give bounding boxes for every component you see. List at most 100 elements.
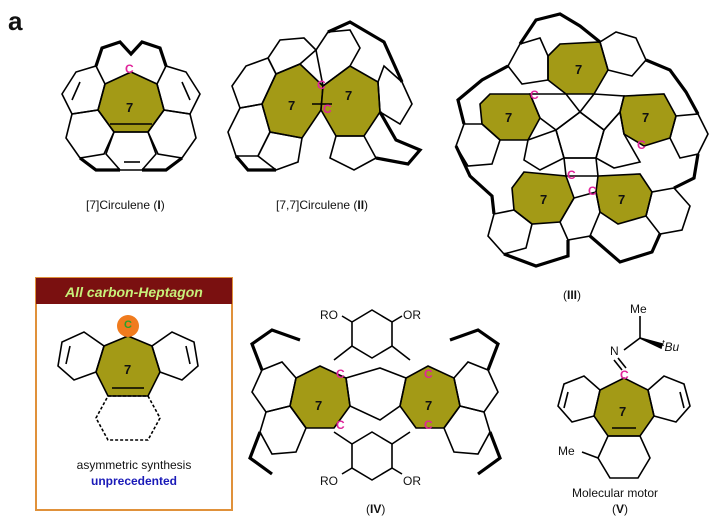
fused-ring — [453, 361, 499, 413]
heptagon-number: 7 — [540, 192, 548, 207]
wedge-bond — [639, 337, 663, 350]
carbon-label: C — [620, 368, 629, 382]
outer-bold-edge — [477, 431, 502, 476]
outer-bold-edge — [234, 154, 276, 172]
caption-ii: [7,7]Circulene (II) — [276, 198, 369, 212]
outer-bold-edge — [375, 111, 423, 166]
fused-ring — [523, 128, 565, 171]
outer-bold-edge — [518, 12, 601, 45]
n-c-bond — [623, 337, 641, 351]
outer-bold-edge — [454, 145, 496, 215]
heptagon-number: 7 — [288, 98, 296, 113]
substituent-ro: RO — [320, 308, 338, 322]
structure-iv — [248, 309, 502, 481]
top-bond-path — [94, 40, 168, 67]
substituent-or: OR — [403, 474, 421, 488]
heptagon-number: 7 — [124, 362, 132, 377]
fused-ring — [528, 93, 582, 131]
outer-bold-edge — [503, 240, 570, 268]
carbon-label: C — [323, 102, 332, 116]
fused-ring — [645, 187, 691, 235]
fused-ring — [578, 93, 626, 132]
substituent-or: OR — [403, 308, 421, 322]
heptagon-number: 7 — [575, 62, 583, 77]
heptagon-number: 7 — [345, 88, 353, 103]
bottom-ring — [95, 395, 161, 441]
fused-ring — [315, 29, 361, 88]
bottom-ring — [597, 435, 651, 479]
callout-line2: unprecedented — [90, 474, 177, 488]
outer-bold-edge — [588, 233, 662, 264]
structure-v-molecular-motor — [557, 316, 691, 479]
caption-iii: (III) — [563, 288, 582, 302]
fused-ring — [251, 361, 297, 413]
fused-ring — [105, 131, 157, 171]
outer-bold-edge — [79, 156, 120, 172]
caption-i: [7]Circulene (I) — [86, 198, 165, 212]
central-ring — [345, 367, 407, 421]
fused-ring — [256, 131, 303, 171]
substituent-ro: RO — [320, 474, 338, 488]
carbon-label: C — [530, 88, 539, 102]
fused-ring — [507, 37, 549, 85]
panel-letter: a — [8, 6, 23, 36]
structure-i-7-circulene — [61, 40, 201, 172]
tert-butyl: tBu — [662, 338, 680, 354]
structure-ii-77-circulene — [227, 20, 423, 172]
fused-ring — [329, 135, 378, 171]
outer-bold-edge — [327, 20, 404, 83]
outer-bold-edge — [248, 431, 273, 476]
heptagon-number: 7 — [618, 192, 626, 207]
top-ring — [351, 309, 393, 359]
outer-bold-edge — [673, 153, 700, 190]
heptagon-ring-right — [320, 65, 381, 137]
heptagon-number: 7 — [505, 110, 513, 125]
benzo-ring-left — [57, 331, 105, 381]
imine-bond — [613, 359, 623, 371]
caption-iv: (IV) — [366, 502, 386, 516]
caption-v: Molecular motor — [572, 486, 659, 500]
bottom-ring — [351, 431, 393, 481]
benzo-ring-right — [647, 375, 691, 423]
central-pentagon — [555, 111, 605, 159]
caption-v-roman: (V) — [612, 502, 629, 516]
outer-bold-edge — [456, 64, 509, 125]
heptagon-number: 7 — [315, 398, 323, 413]
callout-header — [36, 278, 232, 304]
outer-bold-edge — [645, 58, 700, 115]
callout-line1: asymmetric synthesis — [76, 458, 192, 472]
methyl-bond — [581, 451, 599, 459]
carbon-highlight-circle — [117, 315, 139, 337]
outer-bold-edge — [449, 328, 500, 371]
outer-bold-edge — [142, 156, 183, 172]
methyl-top: Me — [630, 302, 647, 316]
heptagon-number: 7 — [126, 100, 134, 115]
carbon-label: C — [588, 184, 597, 198]
structure-iii — [454, 12, 709, 268]
carbon-label: C — [336, 418, 345, 432]
outer-bold-edge — [250, 328, 301, 371]
callout-molecule — [57, 315, 199, 441]
carbon-label: C — [637, 138, 646, 152]
callout-title: All carbon-Heptagon — [65, 284, 203, 300]
heptagon-number: 7 — [425, 398, 433, 413]
fused-ring — [227, 103, 271, 157]
benzo-ring-right — [151, 331, 199, 381]
fused-ring — [669, 113, 709, 159]
nitrogen-atom: N — [610, 344, 619, 358]
carbon-label: C — [125, 62, 134, 76]
methyl-bottom: Me — [558, 444, 575, 458]
fused-ring — [156, 65, 201, 115]
carbon-label: C — [124, 319, 132, 331]
carbon-label: C — [317, 78, 326, 92]
fused-ring — [563, 157, 599, 177]
fused-ring — [259, 405, 307, 455]
carbon-label: C — [424, 418, 433, 432]
heptagon-number: 7 — [642, 110, 650, 125]
carbon-label: C — [336, 367, 345, 381]
carbon-label: C — [424, 367, 433, 381]
heptagon-ring — [511, 171, 575, 225]
heptagon-number: 7 — [619, 404, 627, 419]
carbon-label: C — [567, 168, 576, 182]
